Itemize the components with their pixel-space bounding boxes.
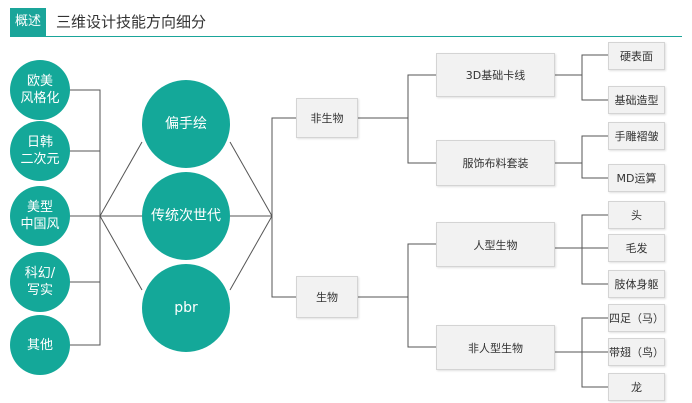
tech-circle-handpainted: 偏手绘 bbox=[142, 80, 230, 168]
leaf-md-calc: MD运算 bbox=[608, 164, 665, 192]
connector-non-living-bracket bbox=[407, 74, 436, 164]
style-label-western: 欧美风格化 bbox=[20, 74, 60, 106]
connector-clothing-bracket bbox=[581, 135, 608, 179]
style-label-scifi: 科幻/写实 bbox=[24, 266, 56, 298]
subcategory-clothing: 服饰布料套装 bbox=[436, 140, 555, 186]
connector-bracket-tech-3 bbox=[99, 215, 143, 291]
style-circle-western: 欧美风格化 bbox=[10, 60, 70, 120]
leaf-hair: 毛发 bbox=[608, 234, 665, 262]
style-label-jpkr: 日韩二次元 bbox=[20, 135, 60, 167]
subcategory-basic-3d: 3D基础卡线 bbox=[436, 53, 555, 97]
tech-circle-pbr: pbr bbox=[142, 264, 230, 352]
style-label-other: 其他 bbox=[26, 337, 53, 353]
leaf-body: 肢体身躯 bbox=[608, 270, 665, 298]
style-circle-other: 其他 bbox=[10, 315, 70, 375]
leaf-hand-sculpt: 手雕褶皱 bbox=[608, 122, 665, 150]
leaf-quadruped: 四足（马） bbox=[608, 304, 665, 332]
category-non-living: 非生物 bbox=[296, 98, 358, 138]
connector-bracket-tech-1 bbox=[99, 141, 143, 217]
subcategory-non-human: 非人型生物 bbox=[436, 325, 555, 370]
connector-tech-1-hub bbox=[229, 141, 273, 217]
style-circle-scifi: 科幻/写实 bbox=[10, 252, 70, 312]
connector-living-bracket bbox=[407, 243, 436, 348]
page-title: 三维设计技能方向细分 bbox=[56, 13, 207, 31]
header-divider bbox=[10, 36, 682, 37]
connector-basic-3d-bracket bbox=[581, 54, 608, 101]
connector-human-bracket bbox=[581, 214, 608, 285]
leaf-hard-surface: 硬表面 bbox=[608, 42, 665, 70]
leaf-head: 头 bbox=[608, 201, 665, 229]
subcategory-human: 人型生物 bbox=[436, 222, 555, 267]
leaf-winged: 带翅（鸟） bbox=[608, 338, 665, 366]
style-circle-jpkr: 日韩二次元 bbox=[10, 121, 70, 181]
connector-hub-bracket bbox=[271, 117, 296, 298]
leaf-dragon: 龙 bbox=[608, 373, 665, 401]
style-label-chinese: 美型中国风 bbox=[20, 200, 60, 232]
leaf-basic-modeling: 基础造型 bbox=[608, 86, 665, 114]
category-living: 生物 bbox=[296, 276, 358, 318]
tech-label-handpainted: 偏手绘 bbox=[165, 116, 207, 132]
style-circle-chinese: 美型中国风 bbox=[10, 186, 70, 246]
tech-label-pbr: pbr bbox=[174, 300, 198, 316]
tech-circle-nextgen: 传统次世代 bbox=[142, 172, 230, 260]
header-badge: 概述 bbox=[10, 8, 46, 36]
tech-label-nextgen: 传统次世代 bbox=[151, 208, 221, 224]
connector-tech-3-hub bbox=[229, 215, 273, 291]
connector-styles-bracket bbox=[68, 89, 101, 346]
